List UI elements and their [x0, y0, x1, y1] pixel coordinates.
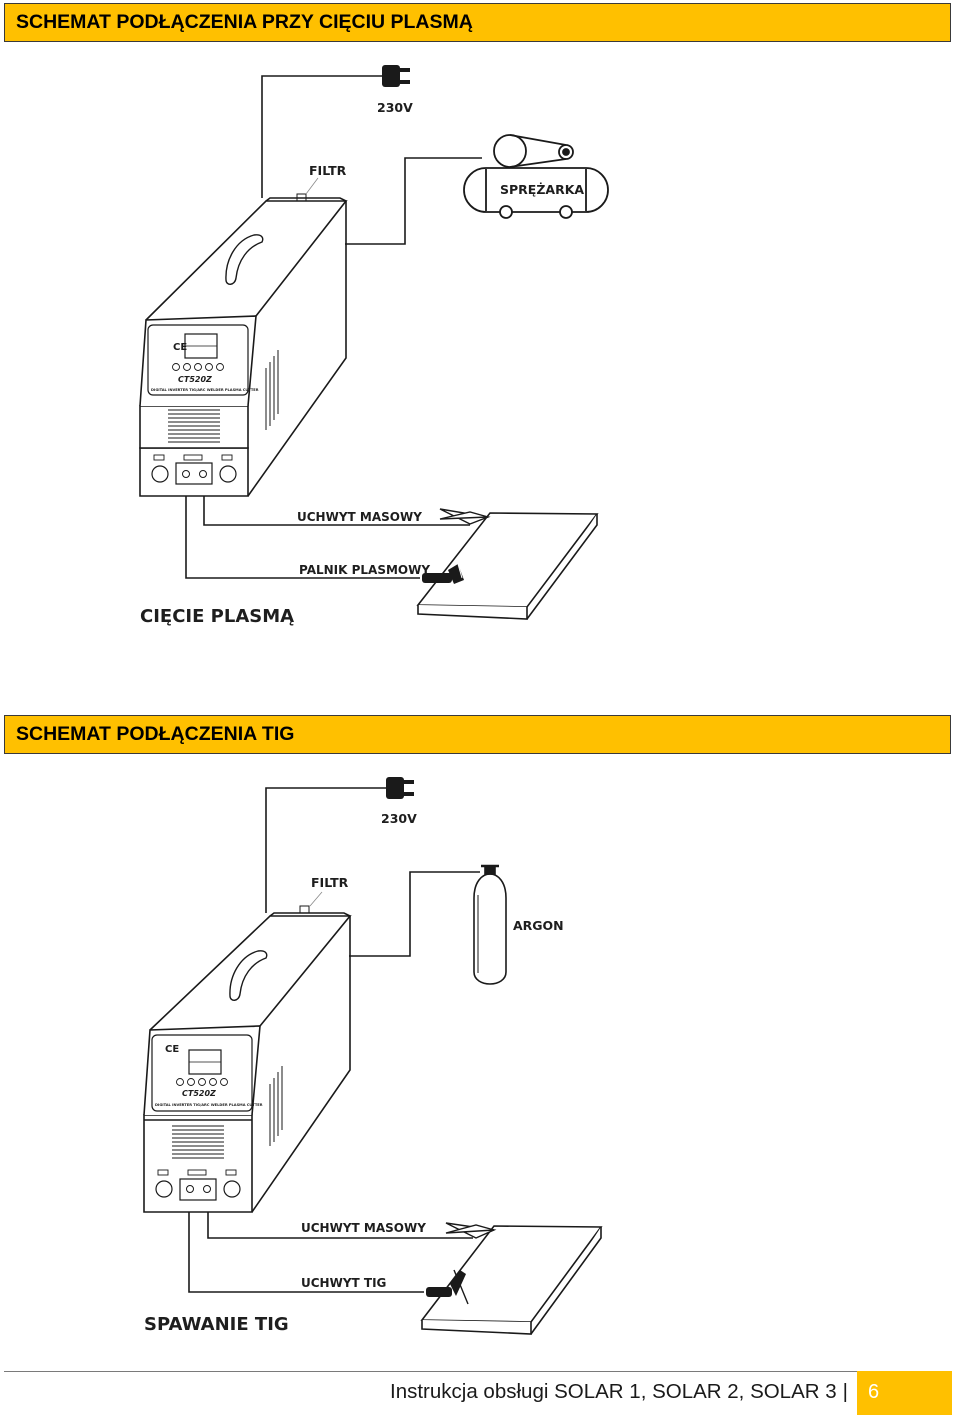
compressor-label: SPRĘŻARKA [500, 182, 584, 197]
page-number-box: 6 [857, 1371, 952, 1415]
power-plug-icon [382, 65, 410, 87]
footer: Instrukcja obsługi SOLAR 1, SOLAR 2, SOL… [390, 1380, 848, 1404]
side-vent [265, 350, 279, 430]
argon-cylinder-icon [473, 864, 507, 985]
footer-separator: | [842, 1380, 848, 1403]
ground-clamp-label: UCHWYT MASOWY [297, 510, 422, 524]
voltage-label: 230V [377, 100, 413, 115]
ground-clamp-label: UCHWYT MASOWY [301, 1221, 426, 1235]
filter-icon [299, 891, 323, 914]
gas-hose [349, 871, 480, 957]
tig-welding-diagram: CE CT520Z DIGITAL INVERTER TIG/ARC WELDE… [0, 760, 960, 1360]
plasma-torch-label: PALNIK PLASMOWY [299, 563, 430, 577]
argon-label: ARGON [513, 918, 564, 933]
machine-model: CT520Z [182, 1089, 216, 1098]
ce-mark: CE [173, 342, 187, 353]
power-cable [261, 75, 382, 198]
plasma-connection-drawing: CE CT520Z DIGITAL INVERTER TIG/ARC WELDE… [139, 65, 609, 627]
power-plug-icon [386, 777, 414, 799]
plasma-torch-icon [422, 563, 464, 584]
ground-cable [207, 1212, 473, 1239]
voltage-label: 230V [381, 811, 417, 826]
side-vent [269, 1066, 283, 1146]
filter-label: FILTR [311, 875, 349, 890]
tig-torch-label: UCHWYT TIG [301, 1276, 386, 1290]
welding-machine [139, 197, 348, 497]
workpiece-plate [416, 512, 599, 620]
page-number: 6 [868, 1381, 880, 1403]
air-hose [345, 157, 482, 245]
tig-torch-icon [426, 1269, 469, 1305]
ce-mark: CE [165, 1044, 179, 1055]
plasma-caption: CIĘCIE PLASMĄ [140, 606, 294, 627]
section-title-plasma: SCHEMAT PODŁĄCZENIA PRZY CIĘCIU PLASMĄ [4, 3, 951, 42]
welding-machine [143, 912, 352, 1213]
ground-clamp-icon [439, 508, 491, 525]
workpiece-plate [420, 1225, 603, 1335]
torch-cable [185, 472, 420, 579]
ground-clamp-icon [445, 1222, 497, 1239]
tig-torch-cable [188, 1212, 424, 1293]
tig-connection-drawing: CE CT520Z DIGITAL INVERTER TIG/ARC WELDE… [143, 777, 603, 1335]
section-title-tig: SCHEMAT PODŁĄCZENIA TIG [4, 715, 951, 754]
machine-panel-text: DIGITAL INVERTER TIG/ARC WELDER PLASMA C… [151, 388, 259, 392]
footer-manual-title: Instrukcja obsługi SOLAR 1, SOLAR 2, SOL… [390, 1380, 837, 1403]
power-cable [265, 787, 386, 913]
machine-model: CT520Z [178, 375, 212, 384]
footer-rule [4, 1371, 857, 1372]
vent-grille [172, 1125, 224, 1159]
compressor-icon [463, 134, 609, 219]
machine-panel-text: DIGITAL INVERTER TIG/ARC WELDER PLASMA C… [155, 1103, 263, 1107]
vent-grille [168, 409, 220, 443]
tig-caption: SPAWANIE TIG [144, 1314, 289, 1335]
plasma-cutting-diagram: CE CT520Z DIGITAL INVERTER TIG/ARC WELDE… [0, 48, 960, 648]
filter-label: FILTR [309, 163, 347, 178]
